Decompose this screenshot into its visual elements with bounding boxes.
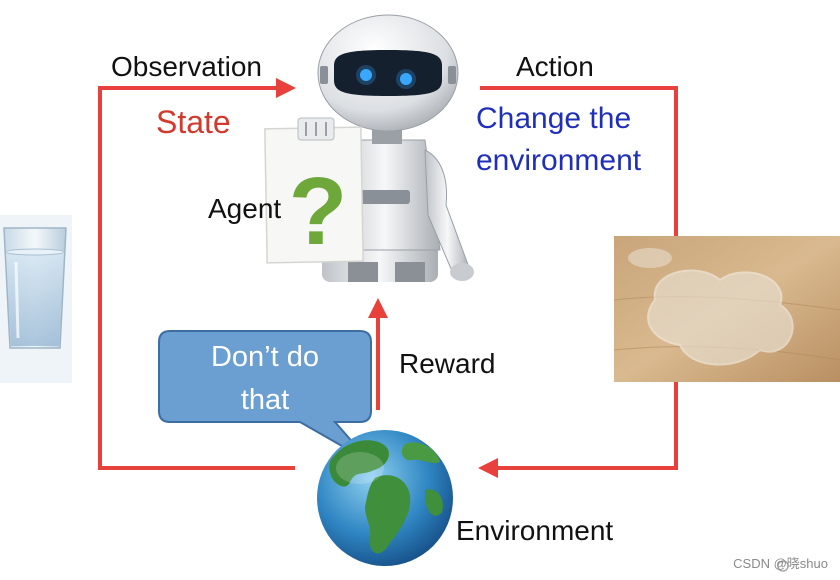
reward-label: Reward (399, 348, 496, 379)
observation-label: Observation (111, 51, 262, 82)
speech-bubble-line2: that (240, 384, 290, 416)
watermark-logo-icon (777, 560, 789, 572)
speech-bubble-line1: Don’t do (210, 341, 319, 373)
observation-arrow (98, 78, 296, 470)
change-environment-line1: Change the (476, 102, 632, 135)
watermark-text: CSDN @晓shuo (733, 556, 828, 571)
spilled-water-image (613, 236, 840, 382)
state-label: State (156, 104, 231, 140)
speech-bubble-text: Don’t do that (162, 336, 368, 422)
environment-label: Environment (456, 515, 614, 546)
question-card: ? (264, 117, 364, 265)
robot-agent-image: ? (264, 14, 474, 282)
question-mark: ? (289, 158, 348, 265)
water-glass-image (0, 215, 72, 383)
agent-label: Agent (208, 193, 282, 224)
change-environment-line2: environment (476, 144, 642, 177)
action-label: Action (516, 51, 594, 82)
earth-globe-icon (317, 430, 453, 566)
